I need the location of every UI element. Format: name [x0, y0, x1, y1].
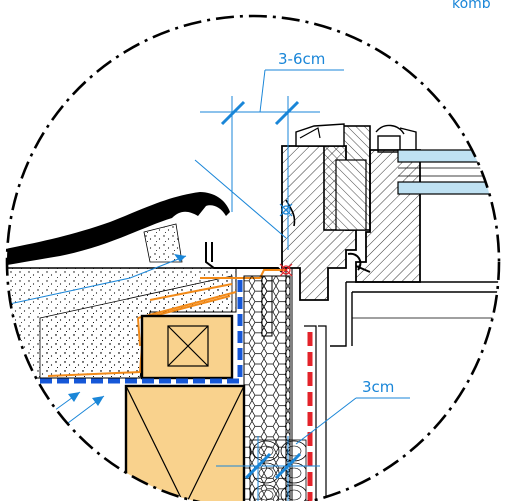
section-content — [7, 98, 499, 501]
gasket — [347, 252, 371, 273]
membrane-orange — [47, 269, 286, 377]
dimension-reveal: 3cm — [216, 378, 410, 501]
sill-flashing — [205, 242, 283, 273]
mineral-wool — [249, 439, 307, 501]
glazing-pane-upper — [397, 149, 499, 163]
interior-sill — [330, 281, 499, 347]
glazing-pane-lower — [397, 181, 499, 195]
anchor-point-lower — [279, 263, 293, 277]
dimension-gap-label: 3-6cm — [278, 50, 325, 68]
corner-label-fragment: komb — [452, 0, 491, 12]
waterproofing-line — [40, 280, 243, 384]
tile-support-block — [143, 223, 183, 263]
dimension-reveal-label: 3cm — [362, 378, 394, 396]
anchor-point-upper — [279, 203, 293, 217]
detail-boundary-circle — [5, 14, 501, 501]
sill-tile — [7, 192, 230, 266]
dimension-gap: 3-6cm — [200, 50, 344, 250]
sill-insulation-wedge — [39, 275, 233, 379]
